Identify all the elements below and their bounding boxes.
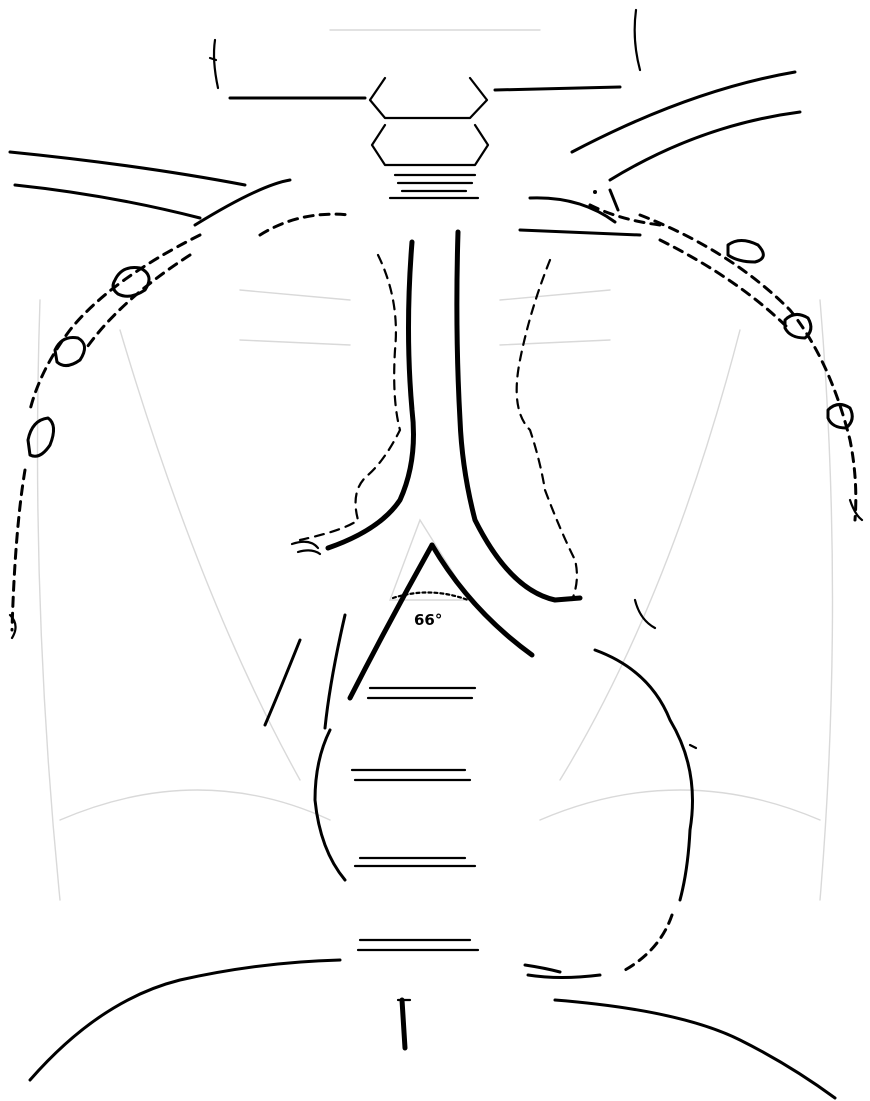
- right-chest-wall: [10, 235, 200, 638]
- trachea: [328, 232, 580, 600]
- left-mediastinal-line: [517, 260, 655, 628]
- upper-ribs: [195, 180, 660, 235]
- upper-vertebrae: [370, 78, 488, 198]
- left-chest-wall: [640, 215, 862, 520]
- thoracic-vertebrae: [352, 688, 478, 1048]
- heart-border: [265, 615, 696, 978]
- carina-angle-label: 66°: [414, 611, 442, 629]
- clavicles: [10, 10, 800, 218]
- diaphragm: [30, 960, 835, 1098]
